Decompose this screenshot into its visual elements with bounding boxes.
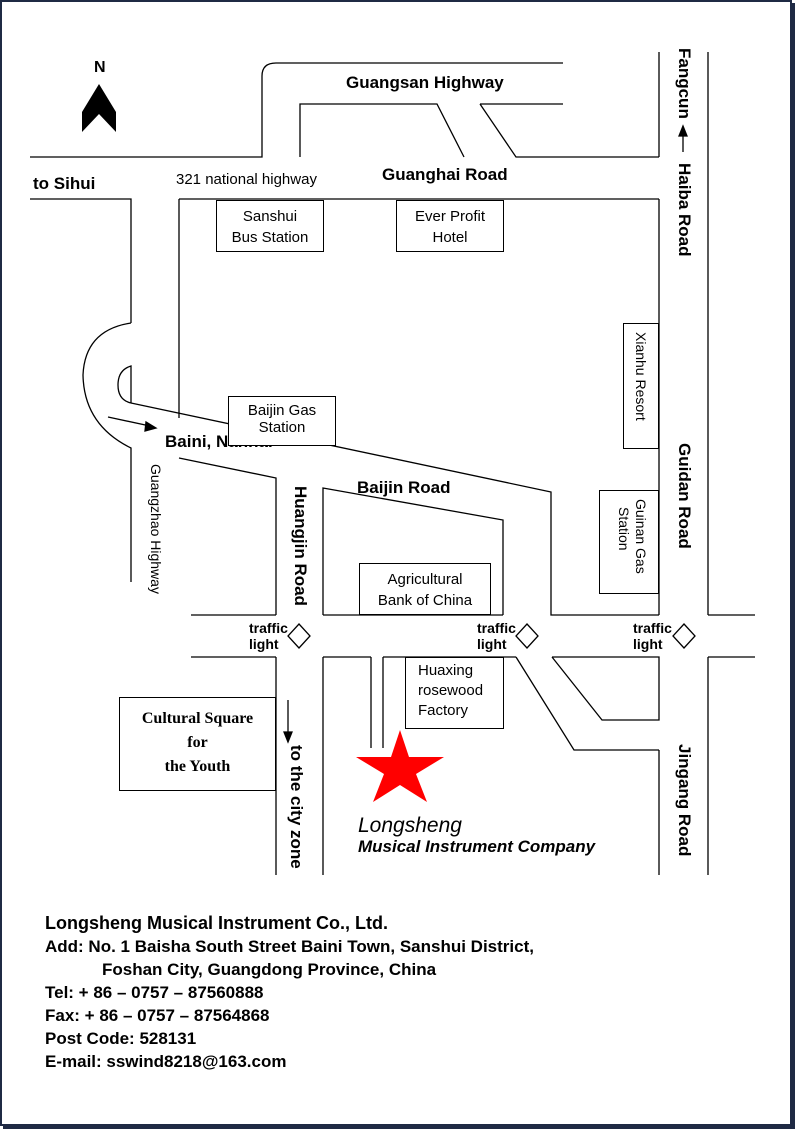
traffic-light-text: traffic [249,620,288,636]
landmark-text-block: Guinan Gas Station [615,499,649,574]
landmark-sanshui-bus-station: Sanshui Bus Station [216,200,324,252]
traffic-light-label: traffic light [477,620,516,652]
road-diag-south-2 [551,656,660,721]
traffic-light-icon [672,623,696,649]
landmark-huaxing-factory: Huaxing rosewood Factory [405,657,504,729]
label-guanghai-road: Guanghai Road [382,165,508,184]
compass-label: N [94,59,106,76]
destination-name: Longsheng [358,814,462,837]
landmark-text: Sanshui [242,208,298,225]
label-fangcun: Fangcun [675,48,694,119]
post-code: Post Code: 528131 [45,1029,197,1048]
landmark-text: Bank of China [377,592,473,609]
landmark-agricultural-bank: Agricultural Bank of China [359,563,491,615]
road-guangsan-top [30,62,563,158]
label-haiba-road: Haiba Road [675,163,694,257]
north-arrow-icon [82,84,116,132]
road-lines [30,52,755,875]
label-321-national-highway: 321 national highway [176,171,317,188]
arrow-head-icon [678,124,688,137]
label-baijin-road: Baijin Road [357,478,451,497]
landmark-ever-profit-hotel: Ever Profit Hotel [396,200,504,252]
arrow-head-icon [283,731,293,744]
road-baijin-upper [130,402,659,616]
landmark-text: Factory [418,702,469,719]
address-line-2: Foshan City, Guangdong Province, China [102,960,437,979]
traffic-light-label: traffic light [249,620,288,652]
label-guidan-road: Guidan Road [675,443,694,549]
road-loop-inner [117,365,132,404]
fax: Fax: + 86 – 0757 – 87564868 [45,1006,270,1025]
arrow-head-icon [144,420,158,432]
address-line-1: Add: No. 1 Baisha South Street Baini Tow… [45,937,534,956]
road-guangsan-inner [299,103,465,158]
label-to-sihui: to Sihui [33,174,96,193]
label-guangsan-highway: Guangsan Highway [346,73,504,92]
road-baijin-lower [178,457,277,615]
landmark-text: for [187,734,208,751]
landmark-text: Huaxing [418,662,474,679]
landmark-text: Baijin Gas [247,402,317,419]
star-icon [356,730,444,802]
label-huangjin-road: Huangjin Road [291,486,310,606]
traffic-light-text: traffic [477,620,516,636]
road-diag-south [515,656,659,751]
destination-subtitle: Musical Instrument Company [358,837,596,856]
label-guangzhao-highway: Guangzhao Highway [148,464,164,594]
email[interactable]: E-mail: sswind8218@163.com [45,1052,287,1071]
landmark-xianhu-resort: Xianhu Resort [623,323,659,449]
label-jingang-road: Jingang Road [675,744,694,857]
landmark-text: Cultural Square [141,710,254,727]
traffic-light-icon [287,623,311,649]
landmark-text: Xianhu Resort [633,332,649,421]
traffic-light-icon [515,623,539,649]
landmark-text: the Youth [164,758,231,775]
landmark-text: rosewood [418,682,484,699]
traffic-light-text: light [633,636,663,652]
traffic-light-text: light [249,636,279,652]
road-guanghai-south [30,198,132,323]
arrow-baini [107,416,151,427]
landmark-text: Hotel [432,229,468,246]
landmark-text: Ever Profit [414,208,486,225]
landmark-text: Station [258,419,306,436]
road-guangsan-right [479,103,659,158]
landmark-text: Bus Station [231,229,309,246]
direction-arrows [107,124,688,744]
contact-info: Longsheng Musical Instrument Co., Ltd. A… [45,912,534,1073]
telephone: Tel: + 86 – 0757 – 87560888 [45,983,264,1002]
landmark-cultural-square: Cultural Square for the Youth [119,697,276,791]
landmark-text: Station [616,507,632,551]
landmark-baijin-gas-station: Baijin Gas Station [228,396,336,446]
road-huangjin-east [322,487,504,615]
label-to-city-zone: to the city zone [287,745,306,869]
company-name: Longsheng Musical Instrument Co., Ltd. [45,913,389,933]
road-loop [82,322,132,582]
traffic-light-text: traffic [633,620,672,636]
landmark-text: Agricultural [387,571,463,588]
landmark-text: Guinan Gas [633,499,649,574]
landmark-guinan-gas-station: Guinan Gas Station [599,490,659,594]
traffic-light-markers [287,623,696,649]
traffic-light-text: light [477,636,507,652]
traffic-light-label: traffic light [633,620,672,652]
